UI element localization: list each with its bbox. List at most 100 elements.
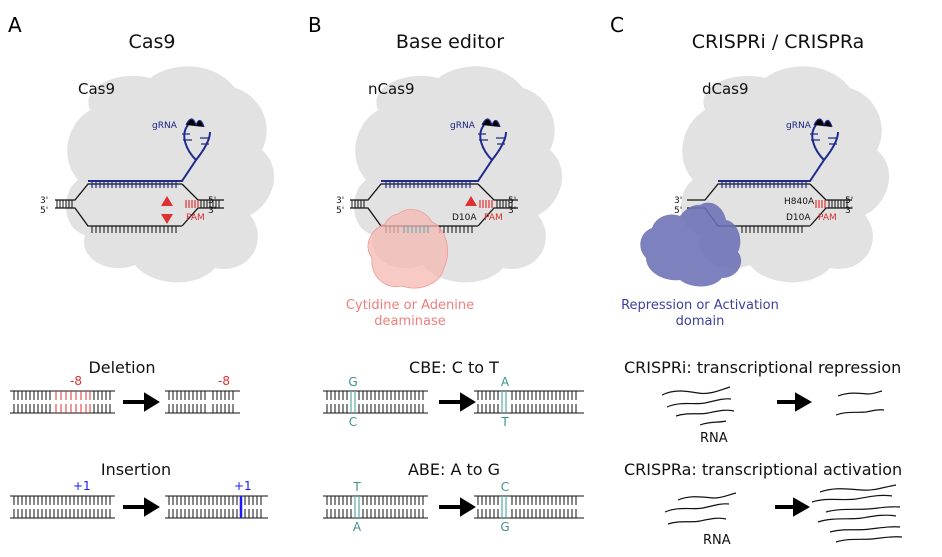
cut-site-bottom-a — [161, 214, 173, 224]
strand-label-c-br: 3' — [845, 206, 853, 216]
strand-label-c-bl: 5' — [674, 206, 682, 216]
panel-b: B Base editor nCas9 gRNA PAM D10A 3' 5' … — [308, 13, 584, 534]
strand-label-a-tl: 3' — [40, 196, 48, 206]
arrow-abe — [439, 497, 476, 517]
grna-label-c: gRNA — [786, 121, 812, 131]
deaminase-bases — [403, 226, 429, 233]
arrow-insertion — [123, 497, 160, 517]
arrow-deletion — [123, 392, 160, 412]
example-title-deletion: Deletion — [88, 358, 155, 377]
insertion-dna-after — [165, 495, 268, 519]
panel-c: C CRISPRi / CRISPRa dCas9 gRNA PAM H840A… — [610, 13, 902, 548]
protein-label-a: Cas9 — [78, 80, 115, 98]
mutation-label-b-0: D10A — [452, 213, 477, 223]
cbe-edit-after — [501, 391, 507, 413]
rna-before-crispri — [661, 386, 735, 426]
deletion-dna-after — [165, 390, 240, 414]
cbe-dna-after — [474, 390, 584, 414]
cas9-protein-blob — [66, 66, 275, 283]
example-title-crispri: CRISPRi: transcriptional repression — [624, 358, 901, 377]
example-title-crispra: CRISPRa: transcriptional activation — [624, 460, 902, 479]
strand-label-b-br: 3' — [508, 206, 516, 216]
abe-edit-before — [354, 496, 360, 518]
panel-title-c: CRISPRi / CRISPRa — [692, 31, 865, 53]
deletion-dna-before — [10, 390, 115, 414]
example-title-abe: ABE: A to G — [408, 460, 500, 479]
strand-label-a-bl: 5' — [40, 206, 48, 216]
abe-dna-after — [474, 495, 584, 519]
cut-site-top-a — [161, 196, 173, 206]
pam-c — [815, 200, 826, 208]
nick-site-b — [465, 196, 477, 206]
abe-edit-after — [501, 496, 507, 518]
deletion-mark-before: -8 — [70, 374, 82, 388]
grna-hairpin-c — [721, 118, 837, 188]
pam-label-b: PAM — [484, 213, 503, 223]
grna-strand-b — [381, 124, 507, 182]
example-title-cbe: CBE: C to T — [409, 358, 499, 377]
panel-a: A Cas9 Cas9 gRNA PAM 3' 5' 5' 3' Deletio… — [8, 13, 275, 519]
strand-label-a-br: 3' — [208, 206, 216, 216]
rna-label-crispri: RNA — [700, 431, 728, 446]
grna-hairpin-b — [385, 118, 505, 188]
deletion-mark-after: -8 — [218, 374, 230, 388]
insertion-mark-after: +1 — [234, 479, 252, 493]
strand-label-b-tr: 5' — [508, 196, 516, 206]
abe-after-top: C — [501, 480, 509, 494]
panel-letter-a: A — [8, 13, 22, 37]
protein-label-b: nCas9 — [368, 80, 415, 98]
grna-strand-c — [718, 124, 839, 182]
pam-label-c: PAM — [818, 213, 837, 223]
example-title-insertion: Insertion — [101, 460, 171, 479]
insertion-dna-before — [10, 495, 115, 519]
effector-label-c-0: Repression or Activation — [621, 298, 779, 313]
cbe-after-top: A — [501, 375, 510, 389]
effector-label-b-0: Cytidine or Adenine — [346, 298, 474, 313]
grna-strand-a — [88, 124, 211, 182]
cbe-edit-before — [350, 391, 356, 413]
insertion-mark-before: +1 — [73, 479, 91, 493]
grna-label-a: gRNA — [152, 121, 178, 131]
abe-after-bottom: G — [500, 520, 509, 534]
dna-ticks-a — [56, 200, 220, 233]
effector-label-b-1: deaminase — [374, 314, 445, 329]
cbe-after-bottom: T — [500, 415, 509, 429]
dna-ticks-c — [741, 200, 848, 233]
strand-label-b-tl: 3' — [336, 196, 344, 206]
cbe-before-top: G — [348, 375, 357, 389]
strand-label-c-tl: 3' — [674, 196, 682, 206]
rna-label-crispra: RNA — [703, 533, 731, 548]
arrow-cbe — [439, 392, 476, 412]
pam-a — [185, 200, 199, 208]
dna-duplex-a — [55, 183, 224, 227]
strand-label-a-tr: 5' — [208, 196, 216, 206]
grna-hairpin-a — [91, 118, 209, 188]
cbe-before-bottom: C — [349, 415, 357, 429]
mutation-label-c-0: H840A — [784, 197, 815, 207]
pam-label-a: PAM — [186, 213, 205, 223]
panel-title-b: Base editor — [396, 31, 504, 53]
grna-label-b: gRNA — [450, 121, 476, 131]
abe-before-top: T — [352, 480, 361, 494]
protein-label-c: dCas9 — [702, 80, 749, 98]
abe-before-bottom: A — [353, 520, 362, 534]
dna-duplex-b — [350, 183, 518, 227]
cbe-dna-before — [323, 390, 428, 414]
abe-dna-before — [323, 495, 428, 519]
deletion-region — [55, 391, 91, 413]
pam-b — [479, 200, 493, 208]
rna-before-crispra — [664, 492, 737, 525]
arrow-crispra — [775, 497, 811, 517]
strand-label-c-tr: 5' — [845, 196, 853, 206]
panel-title-a: Cas9 — [129, 31, 176, 53]
effector-domain-blob — [640, 202, 742, 287]
mutation-label-c-1: D10A — [786, 213, 811, 223]
panel-letter-c: C — [610, 13, 624, 37]
effector-label-c-1: domain — [676, 314, 725, 329]
rna-after-crispra — [811, 484, 903, 543]
panel-letter-b: B — [308, 13, 322, 37]
strand-label-b-bl: 5' — [336, 206, 344, 216]
arrow-crispri — [777, 392, 813, 412]
rna-after-crispri — [835, 390, 885, 416]
